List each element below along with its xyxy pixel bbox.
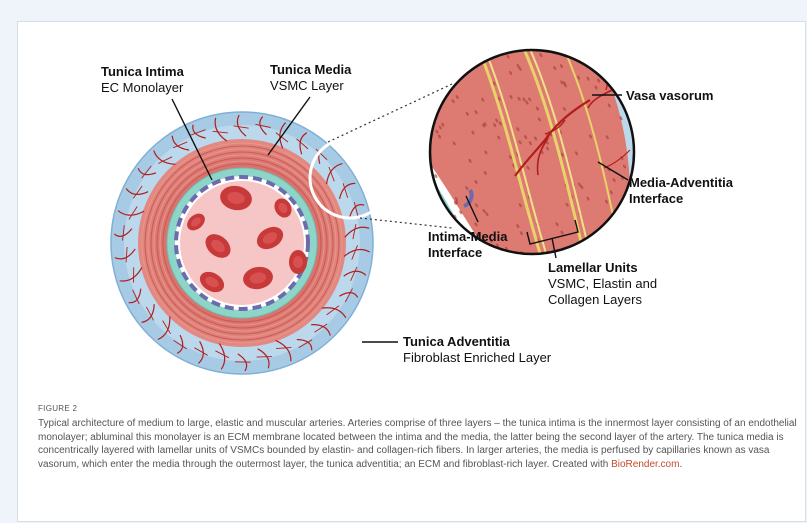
caption-end: . bbox=[679, 459, 682, 470]
biorender-link[interactable]: BioRender.com bbox=[611, 459, 679, 470]
label-lamellar-units: Lamellar Units VSMC, Elastin and Collage… bbox=[548, 260, 657, 308]
cell-nucleus bbox=[608, 69, 612, 74]
cell-nucleus bbox=[444, 52, 448, 57]
cell-nucleus bbox=[463, 58, 467, 63]
cell-nucleus bbox=[619, 87, 623, 92]
artery-cross-section bbox=[111, 112, 373, 374]
lamellar-units-sub2: Collagen Layers bbox=[548, 292, 657, 308]
figure-label: FIGURE 2 bbox=[38, 404, 77, 413]
media-adventitia-sub: Interface bbox=[629, 191, 733, 207]
media-adventitia-title: Media-Adventitia bbox=[629, 175, 733, 191]
cell-nucleus bbox=[444, 62, 448, 67]
lamellar-units-title: Lamellar Units bbox=[548, 260, 657, 276]
tunica-media-title: Tunica Media bbox=[270, 62, 351, 78]
label-tunica-media: Tunica Media VSMC Layer bbox=[270, 62, 351, 94]
intima-media-sub: Interface bbox=[428, 245, 507, 261]
lamellar-units-sub1: VSMC, Elastin and bbox=[548, 276, 657, 292]
label-tunica-adventitia: Tunica Adventitia Fibroblast Enriched La… bbox=[403, 334, 551, 366]
tunica-intima-sub: EC Monolayer bbox=[101, 80, 184, 96]
label-media-adventitia: Media-Adventitia Interface bbox=[629, 175, 733, 207]
cell-nucleus bbox=[600, 251, 604, 256]
label-tunica-intima: Tunica Intima EC Monolayer bbox=[101, 64, 184, 96]
connector-bottom bbox=[360, 218, 452, 228]
red-blood-cell-center bbox=[293, 256, 303, 268]
cell-nucleus bbox=[430, 206, 434, 211]
cell-nucleus bbox=[433, 80, 437, 85]
cell-nucleus bbox=[598, 54, 602, 59]
label-vasa-vasorum: Vasa vasorum bbox=[626, 88, 713, 104]
intima-media-title: Intima-Media bbox=[428, 229, 507, 245]
vasa-branch bbox=[257, 357, 272, 358]
label-intima-media: Intima-Media Interface bbox=[428, 229, 507, 261]
vasa-vasorum-title: Vasa vasorum bbox=[626, 88, 713, 104]
cell-nucleus bbox=[537, 255, 541, 260]
tunica-media-sub: VSMC Layer bbox=[270, 78, 351, 94]
caption-text: Typical architecture of medium to large,… bbox=[38, 418, 797, 470]
figure-caption: Typical architecture of medium to large,… bbox=[38, 417, 798, 471]
cell-nucleus bbox=[521, 255, 525, 260]
cell-nucleus bbox=[616, 251, 620, 256]
cell-nucleus bbox=[605, 247, 609, 252]
cell-nucleus bbox=[461, 48, 465, 53]
cell-nucleus bbox=[613, 228, 617, 233]
cell-nucleus bbox=[585, 240, 589, 245]
tunica-adventitia-title: Tunica Adventitia bbox=[403, 334, 551, 350]
cell-nucleus bbox=[462, 55, 466, 60]
tunica-intima-title: Tunica Intima bbox=[101, 64, 184, 80]
tunica-adventitia-sub: Fibroblast Enriched Layer bbox=[403, 350, 551, 366]
